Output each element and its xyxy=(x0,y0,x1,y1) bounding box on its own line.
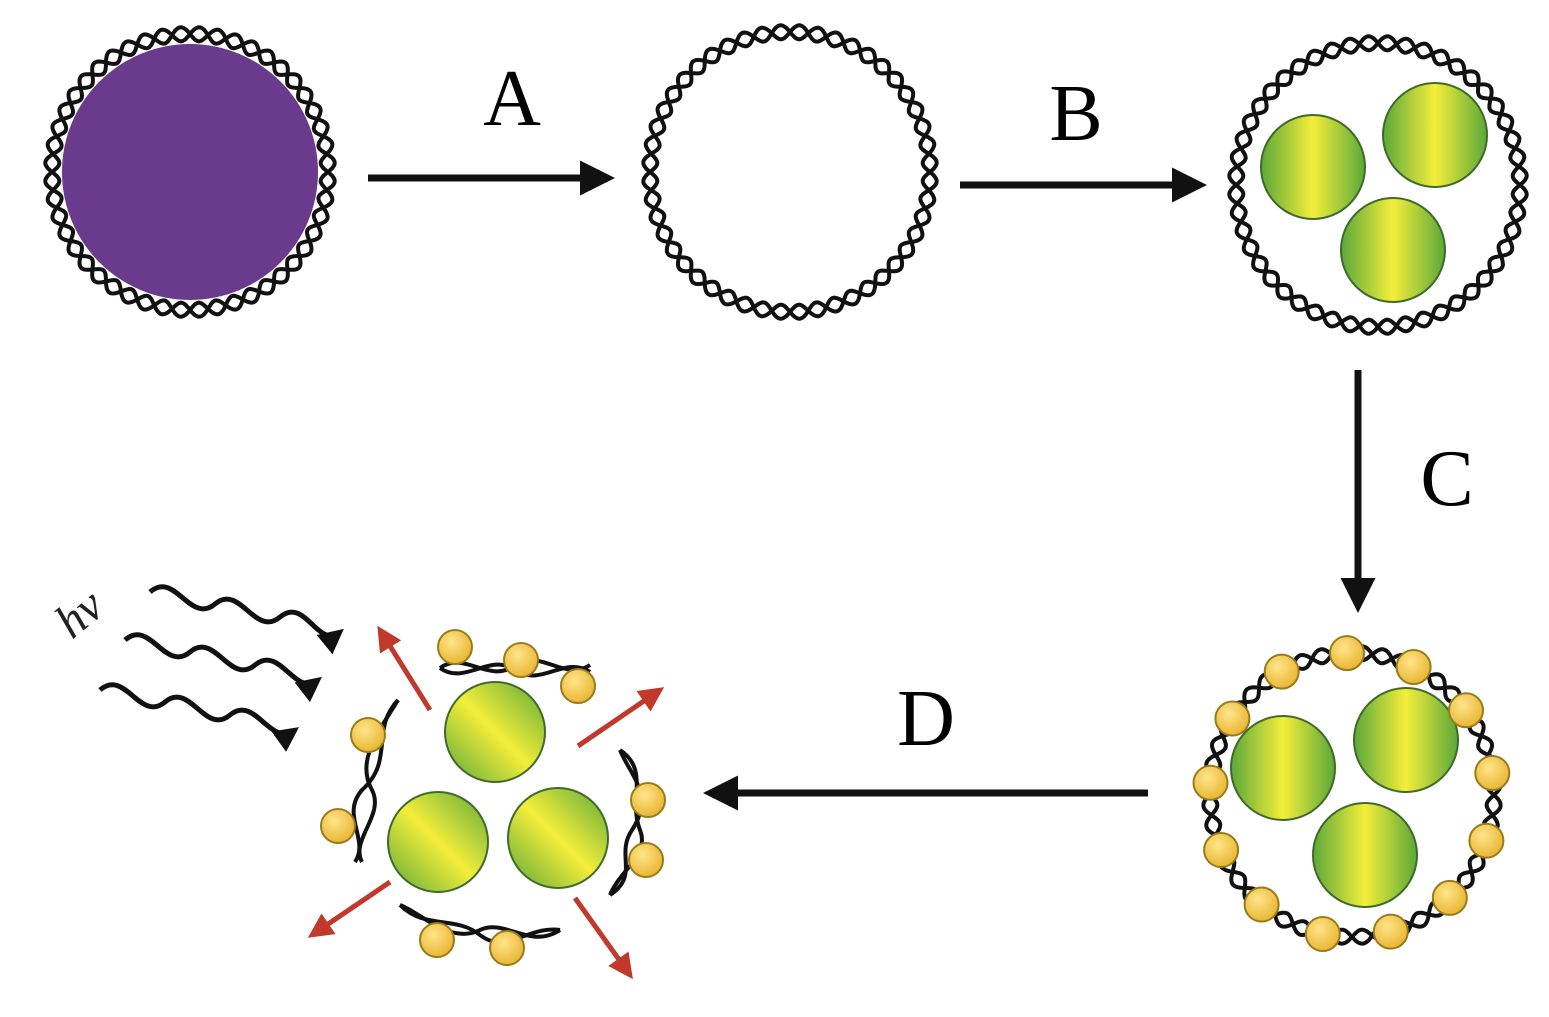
template-particle xyxy=(43,25,337,319)
double-helix-shell-icon xyxy=(1227,34,1529,336)
helix-strand xyxy=(641,23,939,321)
step-c-label: C xyxy=(1420,435,1473,523)
double-helix-shell-icon xyxy=(43,25,337,319)
gold-bead-ring xyxy=(1192,635,1511,952)
step-c-arrow: C xyxy=(1340,370,1474,613)
step-d-arrow: D xyxy=(703,675,1148,811)
gradient-sphere-icon xyxy=(444,681,546,783)
gold-bead-icon xyxy=(1304,916,1341,952)
gold-bead-icon xyxy=(1192,764,1229,801)
decorated-shell xyxy=(1192,635,1511,952)
gradient-sphere-icon xyxy=(1312,802,1418,908)
step-b-arrow: B xyxy=(960,70,1207,203)
gold-bead-icon xyxy=(503,642,539,678)
gradient-sphere-icon xyxy=(1340,197,1446,303)
gold-bead-icon xyxy=(628,842,664,878)
gold-bead-icon xyxy=(1468,822,1505,859)
gradient-sphere-icon xyxy=(1260,114,1366,220)
gradient-sphere-icon xyxy=(387,791,489,893)
gold-bead-icon xyxy=(1372,913,1409,950)
helix-strand xyxy=(1227,34,1529,336)
step-d-label: D xyxy=(897,675,955,763)
gradient-sphere-icon xyxy=(1353,687,1459,793)
gold-bead-icon xyxy=(1474,755,1511,791)
gold-bead-icon xyxy=(350,717,386,753)
gradient-sphere-icon xyxy=(507,787,609,889)
helix-fragment xyxy=(320,698,400,864)
gradient-sphere-icon xyxy=(1382,82,1488,188)
purple-core-icon xyxy=(62,44,318,300)
helix-fragment xyxy=(398,903,562,966)
gold-bead-icon xyxy=(1329,635,1365,672)
loaded-shell xyxy=(1227,34,1529,336)
step-b-label: B xyxy=(1049,70,1102,158)
step-a-label: A xyxy=(483,55,541,143)
gold-bead-icon xyxy=(437,629,473,665)
gold-bead-icon xyxy=(1263,653,1300,690)
gold-bead-icon xyxy=(560,668,596,704)
gold-bead-icon xyxy=(419,922,455,958)
gold-bead-icon xyxy=(1203,832,1240,868)
red-arrow-icon xyxy=(307,625,665,980)
light-triggered-release: hν xyxy=(45,578,666,980)
helix-strand xyxy=(641,23,939,321)
gold-bead-icon xyxy=(1214,700,1251,737)
gold-bead-icon xyxy=(1431,879,1468,916)
gold-bead-icon xyxy=(1448,692,1484,729)
gold-bead-icon xyxy=(1395,649,1432,685)
helix-strand xyxy=(43,25,337,319)
gold-bead-icon xyxy=(489,930,525,966)
helix-fragment xyxy=(437,629,596,704)
step-a-arrow: A xyxy=(368,55,615,196)
gold-bead-icon xyxy=(1243,886,1280,923)
double-helix-shell-icon xyxy=(641,23,939,321)
helix-fragment xyxy=(608,748,666,897)
light-label: hν xyxy=(45,578,114,648)
gold-bead-icon xyxy=(630,782,666,818)
wavy-light-icon: hν xyxy=(45,578,344,752)
gold-bead-icon xyxy=(320,808,356,844)
hollow-shell xyxy=(641,23,939,321)
gradient-sphere-icon xyxy=(1230,715,1336,821)
